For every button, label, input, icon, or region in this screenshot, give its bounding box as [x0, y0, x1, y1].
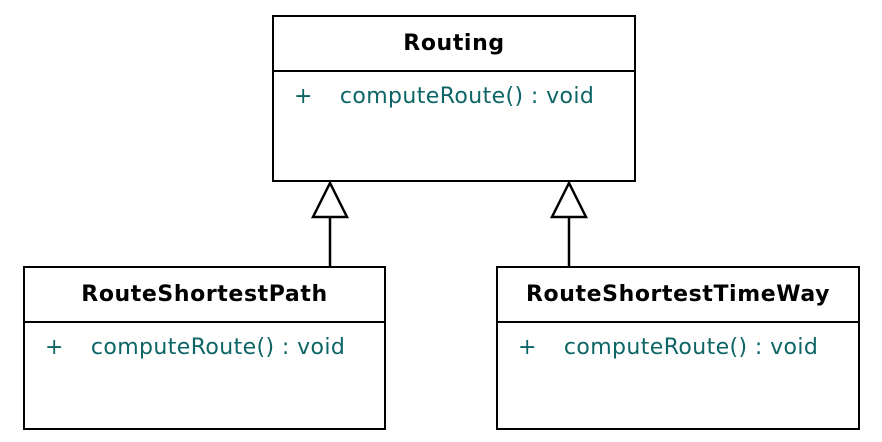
- generalization-triangle-icon: [310, 180, 350, 219]
- visibility-symbol: +: [45, 335, 64, 360]
- class-members-compartment: + computeRoute() : void: [25, 323, 384, 428]
- visibility-symbol: +: [518, 335, 537, 360]
- method-signature: computeRoute() : void: [339, 84, 595, 109]
- generalization-triangle-icon: [549, 180, 589, 219]
- class-name: RouteShortestTimeWay: [498, 268, 858, 323]
- method-row: + computeRoute() : void: [294, 84, 634, 110]
- method-row: + computeRoute() : void: [45, 335, 384, 361]
- class-box-routeshortesttimeway: RouteShortestTimeWay + computeRoute() : …: [496, 266, 860, 430]
- method-signature: computeRoute() : void: [90, 335, 346, 360]
- method-signature: computeRoute() : void: [563, 335, 819, 360]
- method-row: + computeRoute() : void: [518, 335, 858, 361]
- class-members-compartment: + computeRoute() : void: [274, 72, 634, 180]
- visibility-symbol: +: [294, 84, 313, 109]
- class-name: Routing: [274, 17, 634, 72]
- generalization-routeshortestpath-to-routing: [310, 180, 350, 266]
- class-name: RouteShortestPath: [25, 268, 384, 323]
- class-box-routing: Routing + computeRoute() : void: [272, 15, 636, 182]
- class-box-routeshortestpath: RouteShortestPath + computeRoute() : voi…: [23, 266, 386, 430]
- generalization-routeshortesttimeway-to-routing: [549, 180, 589, 266]
- class-members-compartment: + computeRoute() : void: [498, 323, 858, 428]
